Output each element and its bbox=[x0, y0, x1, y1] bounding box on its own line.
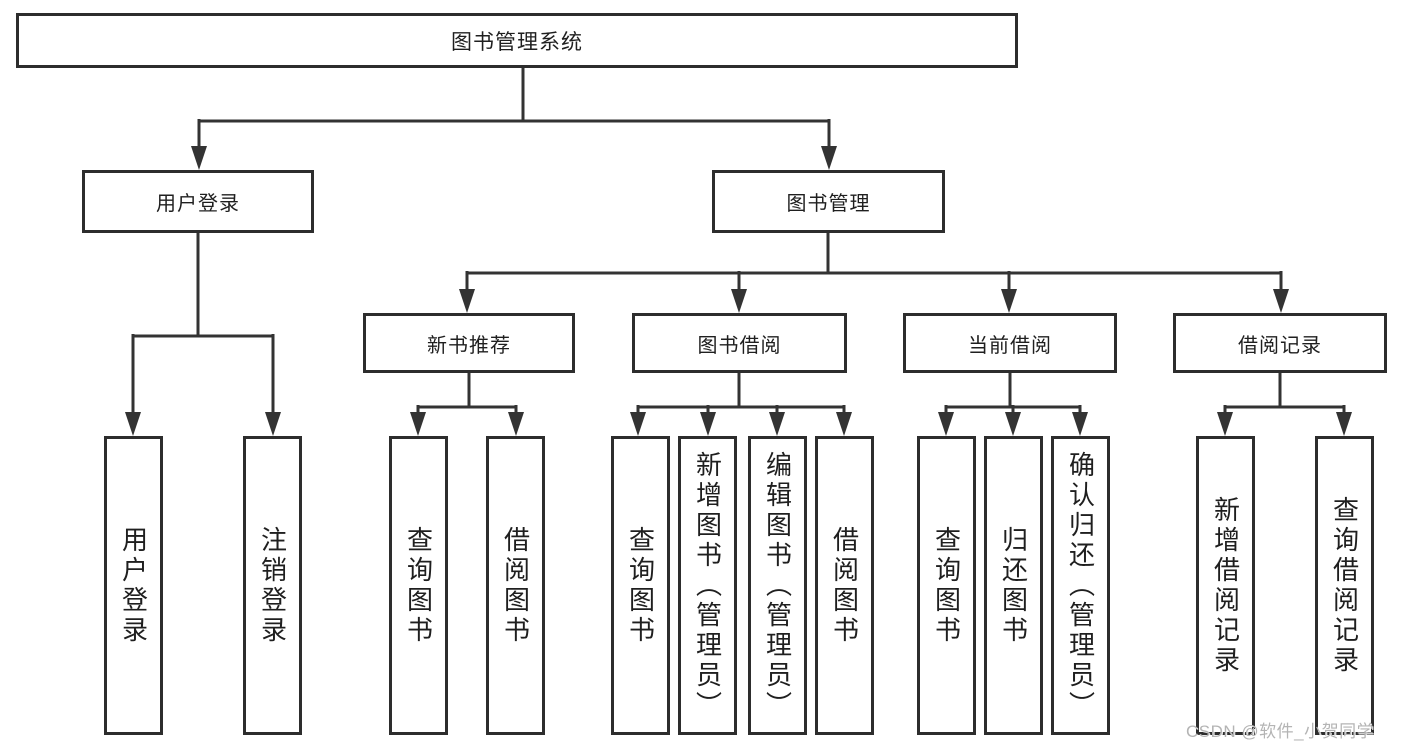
leaf-label: 编辑图书（管理员） bbox=[762, 450, 793, 721]
arrow-head bbox=[459, 289, 475, 313]
arrow-head bbox=[1072, 412, 1088, 436]
arrow-head bbox=[1217, 412, 1233, 436]
arrowheads bbox=[125, 146, 1352, 436]
node-borrow-records: 借阅记录 bbox=[1173, 313, 1387, 373]
leaf-label: 借阅图书 bbox=[500, 525, 531, 646]
node-label: 用户登录 bbox=[156, 193, 240, 215]
arrow-head bbox=[769, 412, 785, 436]
leaf-rec-query-book: 查询图书 bbox=[389, 436, 448, 735]
leaf-label: 新增借阅记录 bbox=[1210, 495, 1241, 676]
leaf-rec-borrow-book: 借阅图书 bbox=[486, 436, 545, 735]
leaf-logout: 注销登录 bbox=[243, 436, 302, 735]
node-label: 图书管理 bbox=[786, 193, 871, 215]
arrow-head bbox=[1273, 289, 1289, 313]
node-new-book-recommend: 新书推荐 bbox=[363, 313, 575, 373]
node-current-borrowing: 当前借阅 bbox=[903, 313, 1117, 373]
leaf-borrow-query-book: 查询图书 bbox=[611, 436, 670, 735]
arrow-head bbox=[125, 412, 141, 436]
leaf-label: 借阅图书 bbox=[829, 525, 860, 646]
leaf-borrow-borrow-book: 借阅图书 bbox=[815, 436, 874, 735]
wire-book-mgmt-branch bbox=[465, 233, 1283, 291]
wire-user-login-branch bbox=[131, 233, 275, 414]
arrow-head bbox=[731, 289, 747, 313]
node-book-management: 图书管理 bbox=[712, 170, 945, 233]
node-label: 新书推荐 bbox=[427, 334, 511, 357]
leaf-label: 新增图书（管理员） bbox=[692, 450, 723, 721]
wire-book-borrow-branch bbox=[636, 373, 846, 414]
wire-current-borrow-branch bbox=[944, 373, 1082, 414]
watermark: CSDN @软件_小贺同学 bbox=[1186, 722, 1375, 741]
wire-borrow-records-branch bbox=[1223, 373, 1346, 414]
wire-new-book-rec-branch bbox=[416, 373, 518, 414]
wire-root-to-level2 bbox=[197, 68, 831, 148]
arrow-head bbox=[630, 412, 646, 436]
arrow-head bbox=[938, 412, 954, 436]
arrow-head bbox=[191, 146, 207, 170]
leaf-borrow-edit-book-admin: 编辑图书（管理员） bbox=[748, 436, 807, 735]
arrow-head bbox=[821, 146, 837, 170]
arrow-head bbox=[1001, 289, 1017, 313]
node-root-system: 图书管理系统 bbox=[16, 13, 1018, 68]
leaf-label: 确认归还（管理员） bbox=[1065, 450, 1096, 721]
connector-segments bbox=[131, 68, 1346, 414]
leaf-borrow-add-book-admin: 新增图书（管理员） bbox=[678, 436, 737, 735]
arrow-head bbox=[1005, 412, 1021, 436]
arrow-head bbox=[1336, 412, 1352, 436]
node-book-borrowing: 图书借阅 bbox=[632, 313, 847, 373]
leaf-current-query-book: 查询图书 bbox=[917, 436, 976, 735]
leaf-current-return-book: 归还图书 bbox=[984, 436, 1043, 735]
node-label: 当前借阅 bbox=[968, 334, 1052, 357]
leaf-current-confirm-return-admin: 确认归还（管理员） bbox=[1051, 436, 1110, 735]
leaf-label: 查询图书 bbox=[403, 525, 434, 646]
leaf-label: 查询图书 bbox=[931, 525, 962, 646]
node-label: 借阅记录 bbox=[1238, 334, 1322, 357]
arrow-head bbox=[508, 412, 524, 436]
arrow-head bbox=[265, 412, 281, 436]
node-label: 图书借阅 bbox=[697, 334, 782, 357]
node-label: 图书管理系统 bbox=[451, 30, 583, 54]
leaf-record-query-record: 查询借阅记录 bbox=[1315, 436, 1374, 735]
arrow-head bbox=[410, 412, 426, 436]
leaf-record-add-record: 新增借阅记录 bbox=[1196, 436, 1255, 735]
leaf-label: 归还图书 bbox=[998, 525, 1029, 646]
leaf-label: 用户登录 bbox=[118, 525, 149, 646]
leaf-login: 用户登录 bbox=[104, 436, 163, 735]
leaf-label: 查询图书 bbox=[625, 525, 656, 646]
leaf-label: 注销登录 bbox=[257, 525, 288, 646]
arrow-head bbox=[700, 412, 716, 436]
node-user-login: 用户登录 bbox=[82, 170, 314, 233]
leaf-label: 查询借阅记录 bbox=[1329, 495, 1360, 676]
arrow-head bbox=[836, 412, 852, 436]
